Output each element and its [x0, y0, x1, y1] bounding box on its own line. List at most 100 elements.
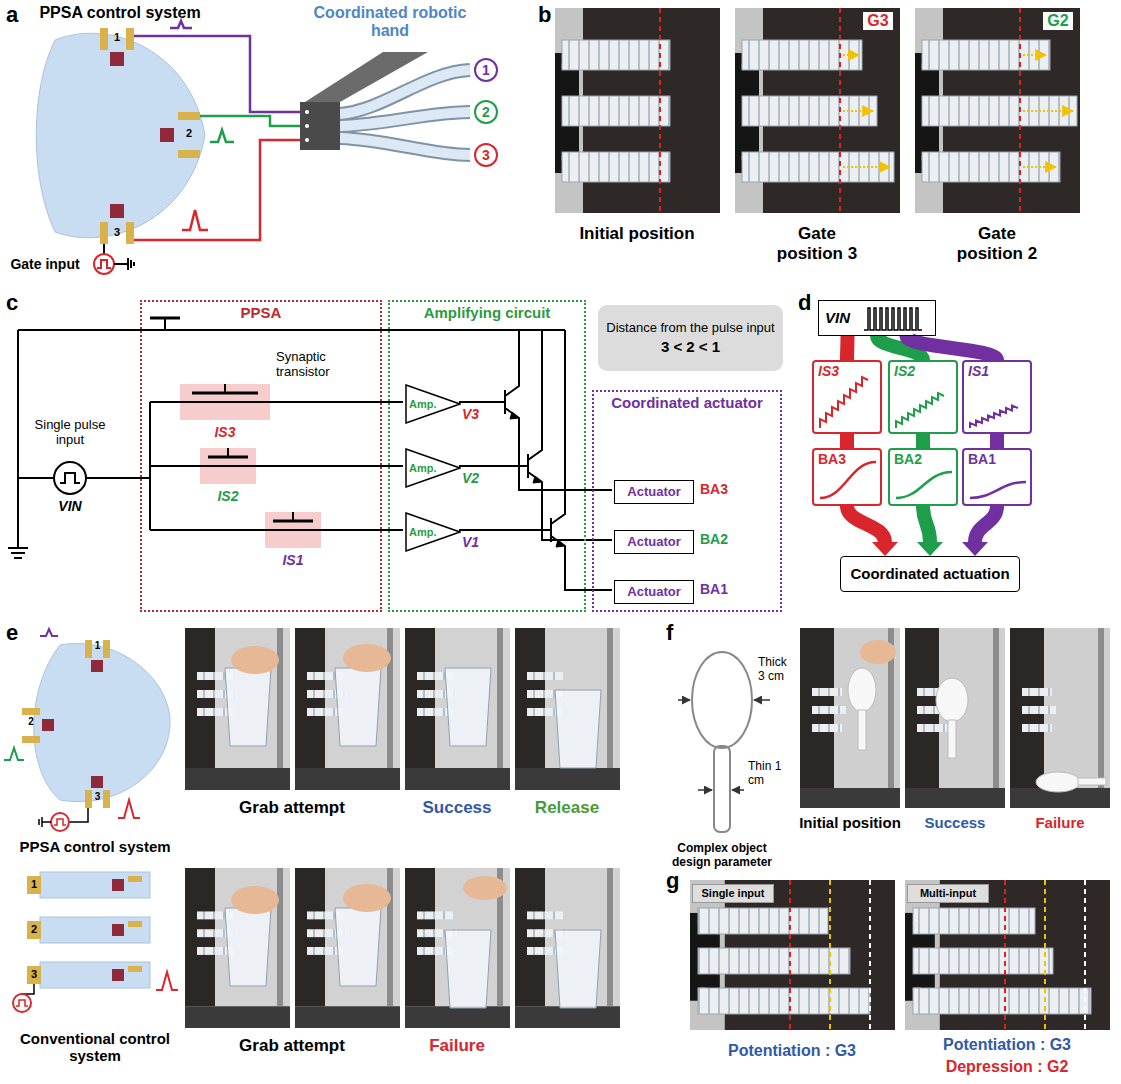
grasp-photo — [225, 646, 279, 746]
gripper-photo — [555, 8, 720, 213]
grasp-photo — [555, 930, 601, 1008]
gripper-photo — [690, 880, 895, 1030]
node-text: 3 — [482, 147, 490, 163]
conventional-device — [128, 966, 142, 972]
ppsa-region: PPSA — [140, 300, 382, 612]
photo-caption: Release — [517, 798, 617, 818]
photo-tag: Multi-input — [907, 884, 989, 903]
conventional-device — [13, 994, 31, 1012]
output-box: Coordinated actuation — [840, 556, 1020, 592]
signal-wire — [182, 210, 208, 230]
pad-number: 3 — [111, 226, 123, 239]
dimension-arrow — [732, 789, 744, 791]
object-photo — [800, 628, 1110, 808]
gripper-photo — [843, 110, 873, 112]
ppsa-device — [42, 719, 54, 731]
robotic-hand — [340, 112, 470, 126]
gripper-photo — [1023, 54, 1046, 56]
gripper-photo — [742, 40, 862, 70]
object-photo — [936, 678, 968, 722]
gate-source — [114, 258, 134, 270]
gripper-photo — [1084, 880, 1086, 1030]
photo-caption: Grab attempt — [192, 1036, 392, 1056]
pad-number: 2 — [24, 716, 38, 728]
grasp-photo — [335, 884, 391, 986]
ppsa-device — [91, 660, 103, 672]
conventional-device — [13, 872, 178, 1012]
gripper-photo — [913, 908, 1035, 934]
finger-number: 3 — [474, 143, 498, 167]
bjt-symbol — [510, 412, 565, 547]
pad-number: 1 — [93, 640, 103, 652]
gate-tag: G3 — [863, 12, 893, 30]
panel-letter: f — [666, 620, 688, 645]
result-label: Potentiation : G3 — [687, 1042, 897, 1060]
photo-caption: Success — [910, 814, 1000, 831]
panel-title: Coordinated robotic hand — [305, 4, 475, 41]
conventional-device — [112, 924, 124, 936]
conventional-device — [27, 966, 41, 984]
gripper-photo — [915, 8, 1080, 213]
object-photo — [1036, 772, 1080, 792]
ppsa-device — [40, 629, 58, 636]
ppsa-device — [178, 150, 200, 158]
signal-wire — [210, 130, 234, 142]
input-box: VIN — [818, 300, 936, 336]
gripper-photo — [843, 166, 890, 168]
gripper-photo — [659, 8, 661, 213]
grasp-photo — [515, 628, 620, 790]
pad-number: 3 — [27, 968, 41, 981]
ppsa-device — [126, 222, 134, 244]
ppsa-device — [110, 204, 124, 218]
flow-band — [916, 434, 930, 448]
grasp-photo — [555, 690, 601, 768]
node-text: Actuator — [627, 585, 680, 600]
gripper-photo — [922, 40, 1050, 70]
panel-title: Complex object design parameter — [660, 842, 784, 870]
ppsa-device — [126, 28, 134, 50]
grasp-photo — [555, 930, 601, 1008]
gripper-photo — [1044, 880, 1046, 1030]
signal-name: V1 — [462, 534, 490, 550]
gripper-photo — [922, 96, 1077, 126]
ppsa-device — [36, 33, 205, 237]
panel-letter: a — [6, 2, 28, 27]
gripper-photo — [839, 8, 841, 213]
photo-caption: Failure — [407, 1036, 507, 1056]
signal-name: BA1 — [700, 581, 740, 597]
robotic-hand — [305, 110, 309, 114]
ppsa-device — [110, 52, 124, 66]
signal-name: IS3 — [205, 424, 245, 440]
circuit-wire — [18, 330, 565, 548]
ppsa-device — [54, 819, 66, 825]
signal-name: V3 — [462, 406, 490, 422]
node-text: Coordinated actuation — [850, 565, 1009, 582]
ppsa-device — [100, 222, 108, 244]
grasp-photo — [405, 628, 510, 790]
plot-trace — [864, 308, 922, 330]
photo-caption: Initial position — [557, 224, 717, 244]
ppsa-device — [22, 736, 40, 743]
panel-letter: e — [6, 620, 28, 645]
current-plot-box: IS1 — [962, 360, 1032, 434]
synaptic-transistor — [180, 402, 321, 530]
plot-trace — [820, 377, 868, 428]
actuator-region: Coordinated actuatorActuatorActuatorActu… — [592, 390, 782, 612]
conventional-device — [128, 921, 142, 927]
signal-wire — [134, 36, 300, 112]
grasp-photo — [225, 908, 271, 986]
dimension-arrow — [754, 699, 770, 701]
photo-caption: Success — [407, 798, 507, 818]
gripper-photo — [913, 948, 1053, 974]
ppsa-device — [100, 28, 108, 50]
flow-band — [847, 506, 885, 542]
signal-name: IS2 — [208, 488, 248, 504]
signal-name: BA3 — [700, 481, 740, 497]
gripper-photo — [742, 152, 894, 182]
object-photo — [800, 628, 900, 808]
ppsa-device — [103, 640, 110, 658]
signal-wire — [200, 116, 300, 126]
node-text: Amplifying circuit — [424, 304, 551, 321]
actuator-box: Actuator — [614, 530, 694, 554]
